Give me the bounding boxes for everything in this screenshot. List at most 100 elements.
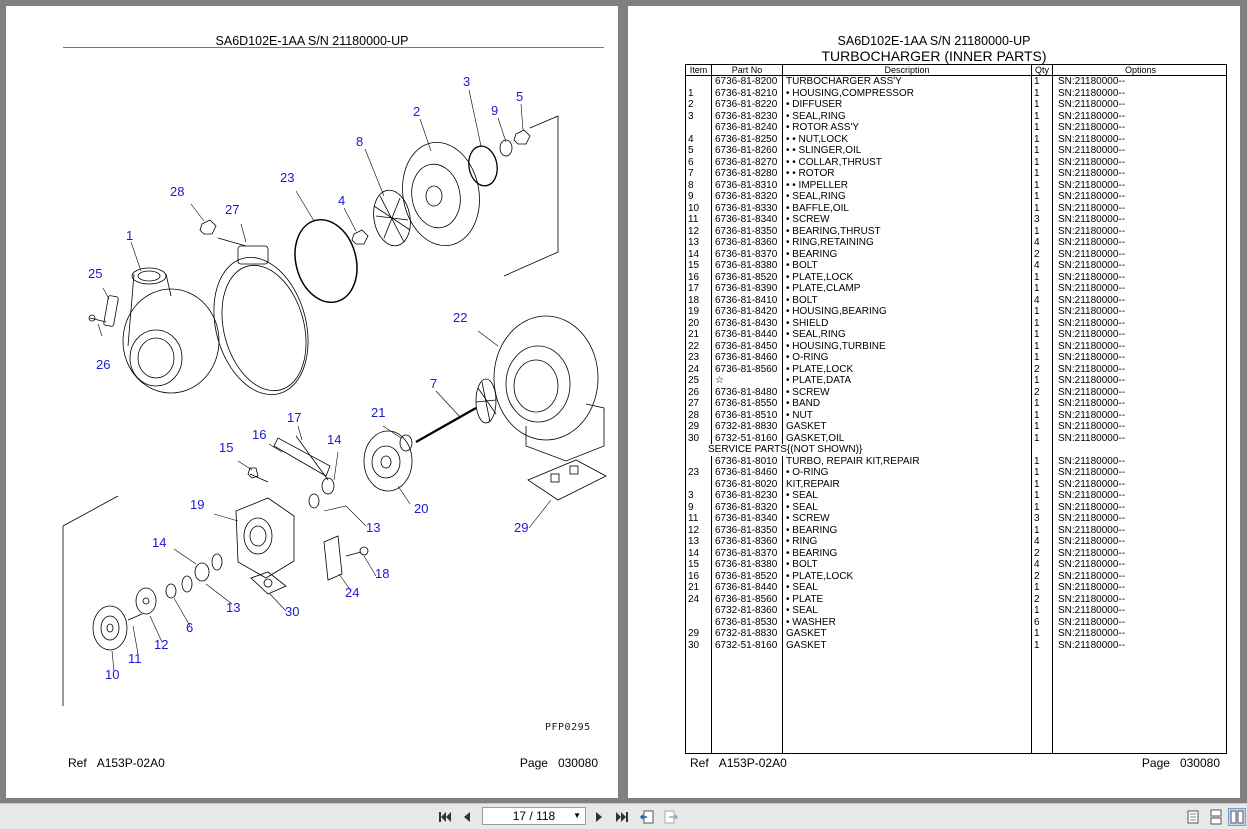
row-item-number: 16 [688, 271, 700, 283]
row-part-number: 6736-81-8480 [715, 386, 778, 398]
row-part-number: 6736-81-8260 [715, 145, 778, 156]
row-part-number: 6736-81-8440 [715, 582, 778, 593]
row-part-number: 6736-81-8310 [715, 179, 778, 191]
right-page: SA6D102E-1AA S/N 21180000-UP TURBOCHARGE… [628, 6, 1240, 798]
row-part-number: 6736-81-8320 [715, 501, 778, 513]
row-quantity: 1 [1034, 283, 1040, 294]
callout-20: 20 [414, 501, 428, 516]
row-item-number: 11 [688, 214, 699, 225]
row-part-number: 6736-81-8240 [715, 122, 778, 133]
row-item-number: 25 [688, 375, 700, 386]
row-item-number: 5 [688, 145, 694, 156]
row-description: • SEAL,RING [786, 329, 846, 340]
last-page-icon[interactable] [613, 808, 631, 826]
callout-13a: 13 [226, 600, 240, 615]
title-rule [63, 47, 604, 48]
row-quantity: 1 [1034, 145, 1040, 156]
row-description: GASKET [786, 628, 827, 639]
callout-3: 3 [463, 74, 470, 89]
row-options: SN:21180000-- [1058, 306, 1126, 317]
row-options: SN:21180000-- [1058, 168, 1126, 179]
continuous-view-icon[interactable] [1207, 808, 1225, 826]
row-options: SN:21180000-- [1058, 214, 1126, 225]
row-item-number: 11 [688, 513, 699, 524]
row-description: • SEAL,RING [786, 110, 846, 122]
callout-13b: 13 [366, 520, 380, 535]
col-header-part-no: Part No [731, 65, 763, 75]
row-description: • BOLT [786, 559, 818, 570]
row-options: SN:21180000-- [1058, 329, 1126, 340]
callout-18: 18 [375, 566, 389, 581]
forward-view-icon[interactable] [662, 808, 680, 826]
row-part-number: 6736-81-8350 [715, 524, 778, 536]
callout-12: 12 [154, 637, 168, 652]
row-part-number: 6732-81-8830 [715, 628, 778, 639]
first-page-icon[interactable] [436, 808, 454, 826]
row-options: SN:21180000-- [1058, 570, 1126, 582]
prev-page-icon[interactable] [458, 808, 476, 826]
row-quantity: 1 [1034, 628, 1040, 639]
row-part-number: 6736-81-8410 [715, 294, 778, 306]
callout-numbers: 1 2 3 4 5 6 7 8 9 10 11 12 13 13 14 14 1… [88, 74, 528, 682]
row-options: SN:21180000-- [1058, 156, 1126, 168]
left-footer-page: Page 030080 [520, 756, 598, 770]
row-item-number: 9 [688, 191, 694, 202]
row-quantity: 2 [1034, 386, 1040, 398]
next-page-icon[interactable] [590, 808, 608, 826]
page-label: Page [519, 756, 548, 770]
row-item-number: 24 [688, 593, 700, 605]
row-item-number: 17 [688, 283, 700, 294]
row-part-number: 6736-81-8280 [715, 168, 778, 179]
row-description: • SHIELD [786, 317, 829, 329]
row-part-number: 6736-81-8380 [715, 260, 778, 271]
row-options: SN:21180000-- [1058, 271, 1126, 283]
page-number-input[interactable]: 17 / 118 ▼ [482, 807, 586, 825]
row-item-number: 26 [688, 386, 700, 398]
single-page-view-icon[interactable] [1184, 808, 1202, 826]
two-page-view-icon[interactable] [1228, 808, 1246, 826]
row-quantity: 1 [1034, 478, 1040, 490]
back-view-icon[interactable] [638, 808, 656, 826]
row-part-number: 6736-81-8360 [715, 237, 778, 248]
row-part-number: 6736-81-8460 [715, 352, 778, 363]
row-options: SN:21180000-- [1058, 490, 1126, 501]
row-quantity: 1 [1034, 352, 1040, 363]
row-item-number: 9 [688, 501, 694, 513]
right-footer-page: Page 030080 [1142, 756, 1220, 770]
row-item-number: 14 [688, 547, 700, 559]
chevron-down-icon[interactable]: ▼ [573, 811, 581, 820]
row-description: • SCREW [786, 513, 830, 524]
ref-value: A153P-02A0 [96, 756, 165, 770]
row-quantity: 1 [1034, 306, 1040, 317]
row-quantity: 1 [1034, 421, 1040, 432]
callout-9: 9 [491, 103, 498, 118]
row-part-number: 6736-81-8560 [715, 363, 778, 375]
callout-10: 10 [105, 667, 119, 682]
row-options: SN:21180000-- [1058, 122, 1126, 133]
row-description: • HOUSING,BEARING [786, 306, 887, 317]
row-options: SN:21180000-- [1058, 478, 1126, 490]
row-part-number: 6736-81-8020 [715, 478, 778, 490]
row-item-number: 29 [688, 628, 700, 639]
row-options: SN:21180000-- [1058, 398, 1126, 409]
row-item-number: 16 [688, 570, 700, 582]
row-description: • SEAL [786, 490, 818, 501]
row-quantity: 1 [1034, 524, 1040, 536]
row-item-number: 1 [688, 87, 694, 99]
row-quantity: 1 [1034, 455, 1040, 467]
